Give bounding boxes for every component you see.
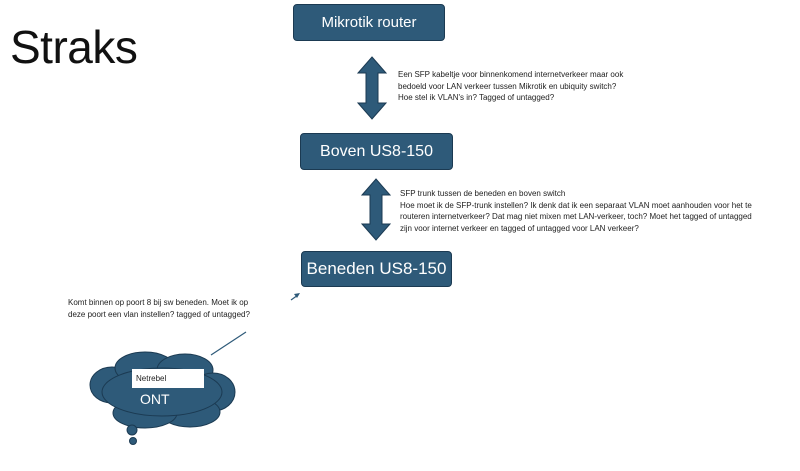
upper-switch-box[interactable]: Boven US8-150 [300, 133, 453, 170]
lower-switch-box[interactable]: Beneden US8-150 [301, 251, 452, 287]
trunk-double-arrow [360, 178, 392, 241]
note-line: SFP trunk tussen de beneden en boven swi… [400, 189, 566, 198]
note-line: Komt binnen op poort 8 bij sw beneden. M… [68, 298, 249, 307]
note-line: Hoe moet ik de SFP-trunk instellen? Ik d… [400, 200, 752, 210]
note-line: bedoeld voor LAN verkeer tussen Mikrotik… [398, 81, 617, 91]
page-title: Straks [10, 21, 138, 73]
ont-name: ONT [140, 391, 170, 407]
ont-provider-label: Netrebel [132, 369, 204, 388]
router-upper-double-arrow [356, 56, 388, 120]
trunk-link-note: SFP trunk tussen de beneden en boven swi… [400, 188, 752, 234]
ont-leader-line [210, 331, 247, 356]
note-line: deze poort een vlan instellen? tagged of… [68, 309, 250, 319]
router-link-note: Een SFP kabeltje voor binnenkomend inter… [398, 69, 623, 104]
mikrotik-router-box[interactable]: Mikrotik router [293, 4, 445, 41]
note-line: routeren internetverkeer? Dat mag niet m… [400, 212, 752, 221]
note-line: Een SFP kabeltje voor binnenkomend inter… [398, 70, 624, 79]
ont-link-note: Komt binnen op poort 8 bij sw beneden. M… [68, 297, 250, 320]
note-line: zijn voor internet verkeer en tagged of … [400, 223, 639, 233]
note-line: Hoe stel ik VLAN's in? Tagged of untagge… [398, 93, 555, 102]
ont-pointer-arrow-head [294, 293, 300, 298]
